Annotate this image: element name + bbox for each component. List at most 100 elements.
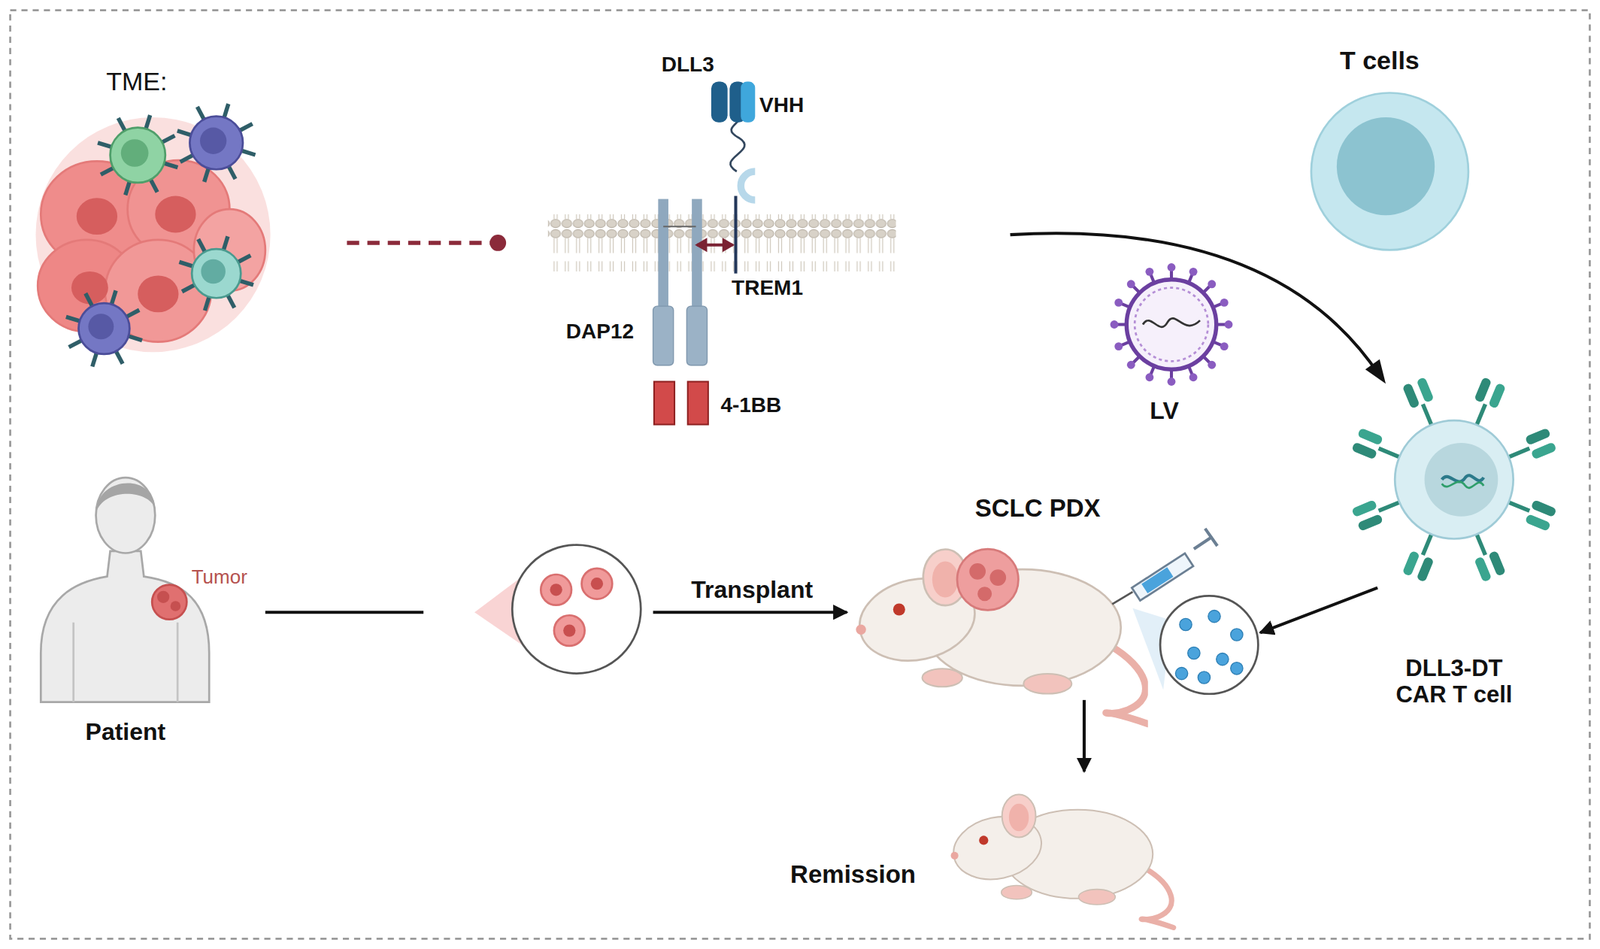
arrow-head [1365,359,1386,385]
virus-spike-head [1207,360,1216,370]
mouse-tumor [957,548,1019,610]
tumor-cells-sample [474,545,641,674]
immune-cell-spike [118,118,125,131]
car-receptor [1476,403,1485,425]
node-label: SCLC PDX [975,493,1101,523]
node-label: Tumor [191,566,248,589]
part-label: DAP12 [566,319,634,344]
part-label: TME: [106,66,167,97]
immune-cell-spike [223,236,228,250]
car-receptor-head [1530,499,1558,518]
car-receptor [1509,502,1531,511]
inhibition-line [346,240,492,245]
immune-cell-spike [126,309,140,317]
part-label: TREM1 [731,275,804,300]
car-t-dot [1179,618,1192,631]
node-label: Remission [790,860,916,889]
car-receptor-head [1357,427,1384,446]
immune-cell-nucleus [200,259,226,285]
virus-spike-head [1145,267,1154,276]
car-receptor-head [1524,427,1552,446]
immune-cell-spike [238,255,252,263]
transduction-arrow [1010,233,1380,376]
immune-cell-spike [125,181,131,195]
immune-cell-spike [227,294,235,308]
patient-figure [40,477,210,703]
virus-spike-head [1189,267,1198,276]
car-receptor-head [1351,442,1378,461]
car-receptor [1476,533,1485,555]
virus-spike-head [1145,372,1154,382]
virus-spike-head [1167,263,1176,272]
virus-spike-head [1220,298,1229,307]
node-label: T cells [1339,46,1420,76]
car-t-dot [1230,628,1243,641]
dashed-frame [10,10,1591,940]
immune-cell-spike [196,106,204,120]
virus-spike-head [1220,342,1229,351]
car-receptor-head [1416,376,1435,404]
car-t-dot [1175,666,1188,679]
immune-cell-spike [180,154,194,162]
immune-cell [110,127,166,183]
immune-cell-nucleus [87,313,114,340]
car-receptor-head [1416,556,1435,583]
immune-cell-spike [204,168,210,182]
immune-cell-spike [97,142,112,148]
immune-cell-spike [181,284,195,292]
car-t-cell [1351,376,1557,582]
node-label: DLL3-DT CAR T cell [1387,654,1522,709]
part-label: LV [1149,396,1179,425]
immune-cell-spike [239,124,253,131]
virus-spike-head [1207,279,1216,288]
virus-spike-head [1114,298,1123,307]
remission-mouse-node: Remission [775,773,1196,928]
car-t-cell-node: DLL3-DT CAR T cell [1357,379,1552,717]
pdx-mouse-node: SCLC PDX [846,487,1261,700]
car-receptor-head [1473,376,1492,404]
flow-arrow [1260,587,1378,634]
immune-cell-spike [111,290,116,304]
patient-node: TumorPatient [30,469,266,750]
immune-cell-spike [228,166,236,179]
immune-cell-spike [85,293,93,307]
immune-cell-nucleus [121,139,149,167]
immune-cell [191,248,241,298]
car-t-dot [1230,662,1243,675]
car-receptor-head [1487,550,1507,577]
car-receptor-head [1402,550,1421,577]
car-receptor-head [1357,513,1384,532]
remission-mouse [947,793,1173,928]
part-label: 4-1BB [720,393,782,418]
lentivirus [1110,263,1234,386]
immune-cell-spike [163,163,178,168]
car-receptor-head [1473,556,1492,583]
t-cell [1311,92,1469,250]
immune-cell-spike [115,351,123,364]
virus-spike-head [1224,320,1234,329]
node-label: Patient [85,718,167,746]
immune-cell-spike [69,340,82,348]
immune-cell-spike [145,115,151,129]
virus-spike-head [1114,342,1123,351]
immune-cell-spike [128,336,143,341]
immune-cell-spike [178,261,193,267]
immune-cell [189,116,243,170]
car-receptor [1378,448,1400,457]
immune-cell-spike [162,135,176,143]
edge-label: Transplant [687,575,816,604]
immune-cell [78,303,131,355]
tumor-microenvironment [36,103,271,367]
car-receptor-head [1351,499,1378,518]
car-t-dose [1160,595,1258,694]
car-receptor-head [1524,513,1552,532]
car-receptor [1378,502,1400,511]
virus-spike-head [1189,372,1198,382]
immune-cell-spike [204,296,210,311]
car-receptor-head [1487,382,1507,410]
car-receptor [1422,403,1431,425]
car-construct [653,81,756,425]
immune-cell-spike [198,239,206,252]
car-receptor [1422,533,1431,555]
